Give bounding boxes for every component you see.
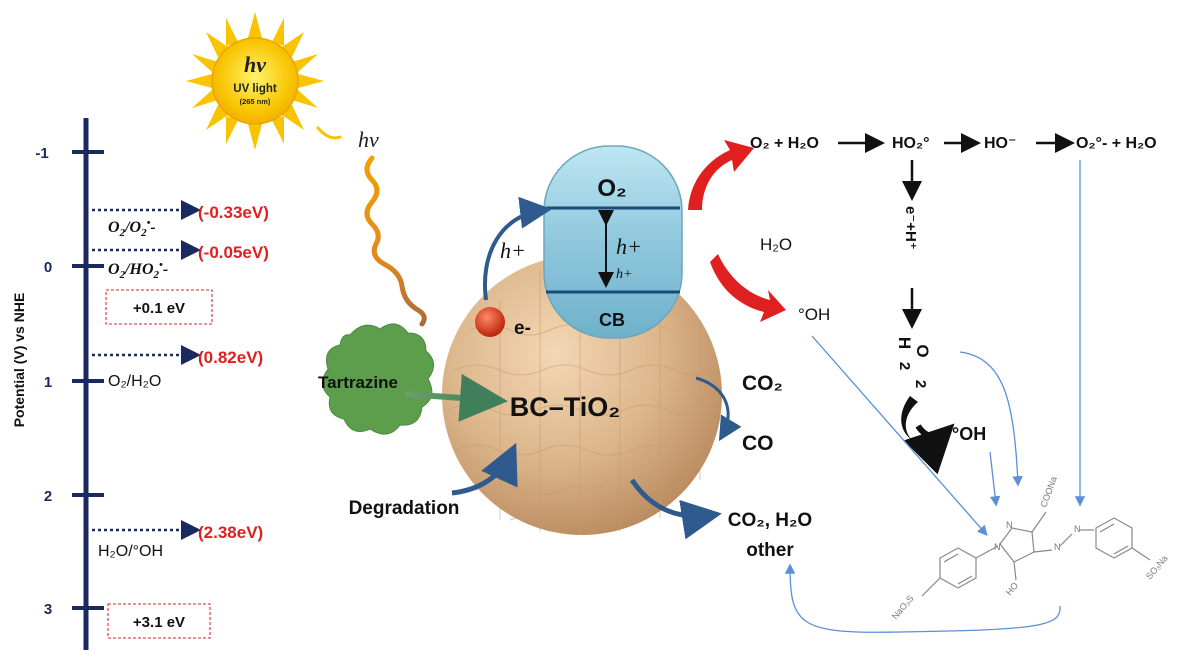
h2o2-letter: H [895, 337, 914, 349]
chain-ho2: HO₂° [892, 135, 930, 152]
redox-couple: O2/HO2•- [108, 259, 168, 281]
tartrazine-blob-icon [322, 323, 434, 435]
h2o-label: H₂O [760, 235, 792, 254]
oh-low-label: °OH [952, 424, 986, 444]
h2o2-letter: 2 [912, 380, 929, 388]
sun-icon [186, 12, 324, 150]
molecule-n: N [1054, 542, 1061, 552]
axis-tick-label: 3 [44, 601, 52, 618]
products-label-2: other [746, 540, 794, 561]
tartrazine-label: Tartrazine [318, 373, 398, 392]
axis-tick-label: 2 [44, 488, 52, 505]
axis-tick-label: 0 [44, 259, 52, 276]
chain-final: O₂°- + H₂O [1076, 135, 1157, 152]
photon-wave [364, 155, 427, 327]
oh-low-arrow [903, 423, 955, 475]
band-top-label: O₂ [597, 175, 626, 202]
band-hole-label-small: h+ [616, 267, 632, 282]
axis-tick-label: -1 [35, 145, 48, 162]
sun-ray-curl [316, 126, 342, 140]
molecule-n: N [1074, 524, 1081, 534]
electron-label: e- [514, 318, 531, 339]
red-arrow-up [688, 140, 754, 210]
molecule-right-group: SO₃Na [1144, 553, 1170, 581]
products-label: CO₂, H₂O [728, 510, 812, 531]
co-arrow [695, 376, 742, 442]
sun-wavelength: (265 nm) [240, 97, 271, 106]
particle-name: BC–TiO₂ [510, 392, 621, 422]
value-box [105, 289, 213, 325]
molecule-left-group: NaO₃S [890, 593, 916, 621]
degradation-label: Degradation [349, 498, 460, 519]
redox-couple: O₂/H₂O [108, 373, 161, 390]
value-box-text: +3.1 eV [133, 614, 185, 631]
band-hole-label: h+ [616, 234, 642, 259]
oh-label: °OH [798, 305, 830, 324]
molecule-n: N [1006, 520, 1013, 530]
chain-o2-h2o: O₂ + H₂O [750, 135, 819, 152]
band-capsule [543, 145, 683, 339]
sun-symbol: hν [244, 52, 266, 77]
energy-axis [72, 118, 104, 650]
band-bottom-label: CB [599, 310, 625, 330]
axis-tick-label: 1 [44, 374, 52, 391]
level-value: (2.38eV) [198, 523, 263, 542]
sun-label: UV light [233, 83, 277, 95]
chain-ho-minus: HO⁻ [984, 135, 1016, 152]
h2o2-letter: 2 [896, 362, 913, 370]
tartrazine-molecule [921, 511, 1151, 597]
axis-title: Potential (V) vs NHE [11, 293, 27, 428]
red-arrow-down [710, 254, 786, 322]
level-value: (-0.05eV) [198, 243, 269, 262]
h2o2-curl-arrow [901, 396, 918, 440]
level-value: (0.82eV) [198, 348, 263, 367]
h2o2-letter: O [913, 344, 932, 357]
hole-transfer-arrow [483, 196, 552, 301]
chain-e-h: e⁻+H⁺ [902, 206, 919, 250]
tartrazine-arrow [404, 373, 508, 422]
value-box-text: +0.1 eV [133, 300, 185, 317]
hole-label: h+ [500, 238, 526, 263]
value-box [107, 603, 211, 639]
molecule-ho: HO [1004, 581, 1020, 598]
redox-couple: O2/O2•- [108, 217, 156, 239]
light-symbol: hν [358, 127, 379, 152]
molecule-n: N [994, 542, 1001, 552]
degradation-arrow [451, 442, 518, 496]
co2-label: CO₂ [742, 372, 783, 395]
electron-icon [475, 307, 505, 337]
level-value: (-0.33eV) [198, 203, 269, 222]
attack-arrows [784, 160, 1086, 633]
molecule-coona: COONa [1038, 475, 1058, 509]
redox-couple: H₂O/°OH [98, 543, 163, 560]
co-label: CO [742, 432, 774, 455]
products-arrow [629, 478, 722, 540]
